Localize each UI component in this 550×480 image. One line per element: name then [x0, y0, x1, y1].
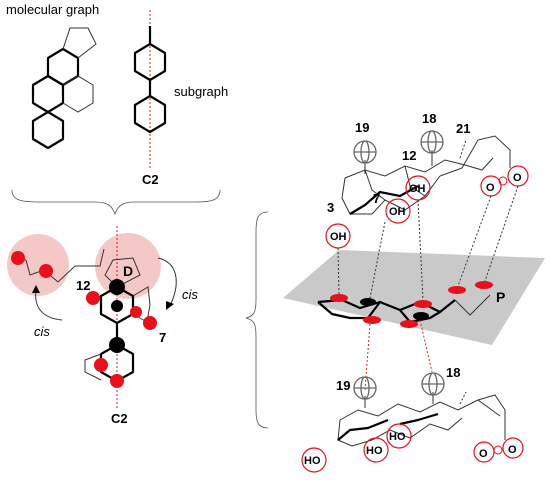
num-19-top: 19 [355, 120, 369, 135]
position-12-label: 12 [76, 278, 90, 293]
ring-d-label: D [123, 263, 133, 279]
cis-arrow-left-head [32, 285, 40, 293]
num-12-right: 12 [402, 148, 416, 163]
plane-p-label: P [496, 289, 505, 305]
plane-oxygen [330, 294, 348, 302]
projection-lines-top [337, 185, 519, 301]
num-3: 3 [327, 200, 334, 215]
top-bond-inner2 [404, 165, 426, 197]
plane-carbon [413, 312, 429, 320]
top-molecule-3d: 19 18 21 12 3 7 OH OH OH O O [325, 111, 529, 249]
skeleton-ring-b [132, 286, 151, 323]
plane-carbon [360, 298, 376, 306]
subgraph-panel: subgraph C2 [133, 10, 228, 187]
top-side-chain [461, 135, 511, 169]
carboxyl-o-bottom: O [479, 448, 488, 460]
left-halo [7, 234, 69, 296]
plane-surface [283, 250, 545, 345]
plane-oxygen [448, 286, 466, 294]
carbon-dot [109, 279, 125, 295]
plane-oxygen [400, 320, 418, 328]
num-18-top: 18 [422, 111, 436, 126]
carboxyl-o-bottom2: O [508, 444, 517, 456]
subgraph-caption: subgraph [174, 84, 228, 99]
ring-c [46, 47, 80, 87]
ho-1: HO [304, 455, 321, 467]
oh-12: OH [409, 183, 426, 195]
top-methyl-21 [459, 139, 467, 159]
top-bond-inner [364, 169, 386, 201]
molecular-graph-caption: molecular graph [6, 2, 99, 17]
oxygen-globe [502, 437, 524, 459]
cis-arrow-right-head [166, 301, 174, 310]
num-19-bottom: 19 [336, 378, 350, 393]
carboxyl-o-top2: O [513, 172, 522, 184]
bottom-bold-bonds [337, 418, 389, 441]
top-bold-bonds [349, 185, 419, 215]
plane-oxygen [475, 281, 493, 289]
projection-lines-bottom [364, 319, 433, 391]
num-21: 21 [456, 121, 470, 136]
position-7-label: 7 [159, 330, 166, 345]
c2-label-top: C2 [142, 172, 159, 187]
ring-a [31, 110, 65, 150]
plane-side-chain [454, 294, 491, 316]
plane-p: P [283, 250, 545, 345]
c2-label-bottom: C2 [111, 411, 128, 426]
carboxyl-o-top: O [486, 182, 495, 194]
carbon-dot [109, 337, 125, 353]
vertical-brace [245, 211, 269, 429]
oxygen-globe [386, 423, 412, 449]
oxygen-dot [94, 358, 108, 372]
oxygen-dot [86, 291, 100, 305]
bottom-side-chain [477, 394, 506, 440]
plane-oxygen [363, 316, 381, 324]
num-18-bottom: 18 [446, 365, 460, 380]
oxygen-dot [143, 316, 157, 330]
cis-arrow-right [157, 257, 177, 307]
oxygen-dot [110, 374, 124, 388]
oh-3: OH [330, 231, 347, 243]
oxygen-dot [130, 306, 142, 318]
skeleton-ring-a-side [84, 353, 102, 381]
skeleton-ring-d [104, 257, 141, 288]
bottom-backbone-lower [337, 417, 463, 447]
carbon-dot [111, 300, 123, 312]
oxygen-globe [385, 198, 411, 224]
oxygen-dot [39, 264, 53, 278]
ho-3: HO [389, 431, 406, 443]
molecular-graph-panel: molecular graph [6, 2, 99, 150]
bottom-backbone [339, 399, 501, 421]
cis-right-label: cis [182, 287, 198, 302]
ring-extra [62, 75, 94, 113]
bottom-molecule-3d: 19 18 HO HO HO O O [301, 365, 524, 473]
plane-skeleton-lower [317, 301, 381, 320]
oxygen-globe [301, 447, 327, 473]
num-7-right: 7 [373, 191, 380, 206]
oh-7: OH [389, 206, 406, 218]
subgraph-ring-lower [133, 94, 167, 134]
side-chain [25, 248, 105, 283]
ring-d [62, 27, 97, 59]
cis-arrow-left [35, 289, 63, 321]
oxygen-globe [363, 437, 389, 463]
symmetry-skeleton-panel: D 12 7 cis cis C2 [7, 226, 198, 426]
horizontal-brace [11, 189, 221, 216]
cis-left-label: cis [34, 324, 50, 339]
plane-skeleton [317, 298, 456, 314]
plane-oxygen [414, 300, 432, 308]
bottom-bold-bonds2 [399, 412, 439, 426]
oxygen-dot [11, 251, 25, 265]
top-backbone [344, 157, 494, 179]
ho-2: HO [366, 445, 383, 457]
